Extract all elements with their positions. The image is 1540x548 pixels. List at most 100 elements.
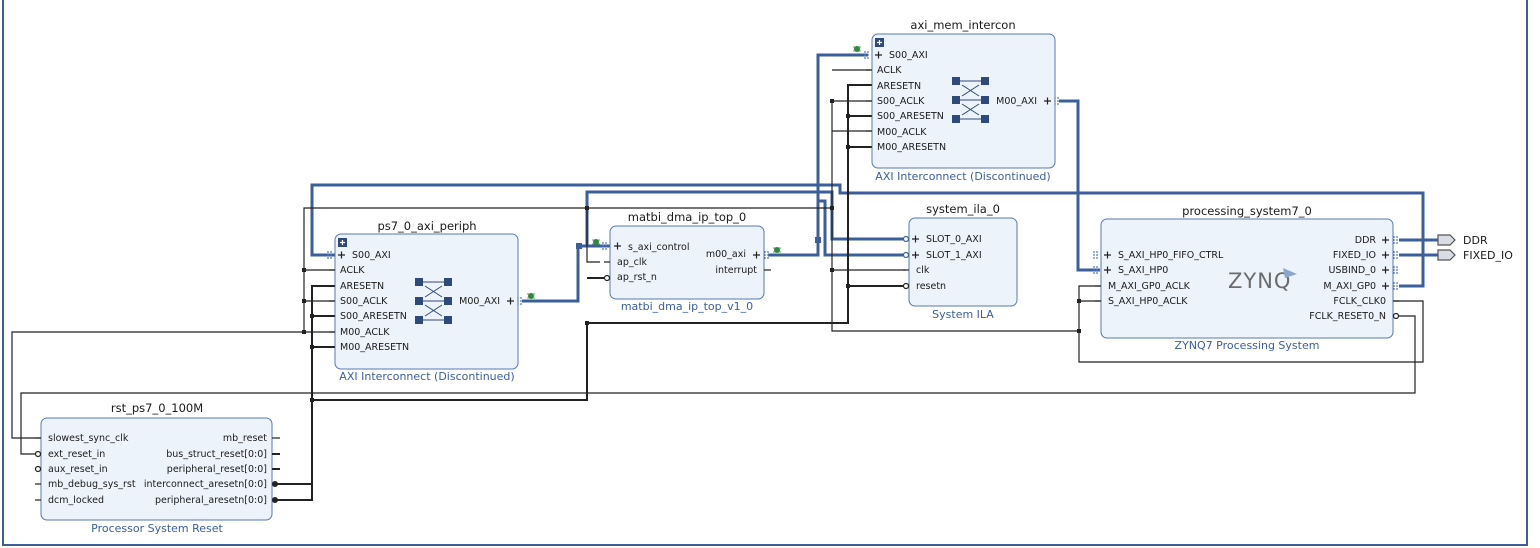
port-slot-0-axi[interactable]: SLOT_0_AXI: [926, 234, 982, 245]
port-m00-axi[interactable]: M00_AXI: [996, 96, 1037, 107]
port-peripheral-aresetn[interactable]: peripheral_aresetn[0:0]: [155, 495, 267, 506]
port-fclk-reset0-n[interactable]: FCLK_RESET0_N: [1309, 311, 1386, 322]
net-peripheral-aresetn[interactable]: [276, 84, 906, 501]
port-plus-icon: [1104, 251, 1111, 259]
port-s00-axi[interactable]: S00_AXI: [889, 50, 928, 61]
block-title: axi_mem_intercon: [910, 18, 1015, 32]
port-plus-icon: [1382, 251, 1389, 259]
net-m-axi-gp0[interactable]: [310, 183, 1425, 288]
port-aclk[interactable]: ACLK: [340, 265, 365, 276]
port-slowest-sync-clk[interactable]: slowest_sync_clk: [48, 433, 129, 444]
block-matbi-dma-ip-top-0[interactable]: matbi_dma_ip_top_0 s_axi_control ap_clk …: [592, 210, 781, 313]
net-interconnect-aresetn[interactable]: [276, 285, 336, 485]
port-m00-aclk[interactable]: M00_ACLK: [340, 327, 390, 338]
net-mem-m00-axi[interactable]: [1059, 99, 1100, 272]
active-low-pin: [34, 450, 42, 458]
block-body[interactable]: [1100, 218, 1394, 339]
port-s-axi-hp0[interactable]: S_AXI_HP0: [1118, 265, 1168, 276]
port-clk[interactable]: clk: [916, 265, 930, 276]
block-processing-system7-0[interactable]: processing_system7_0 S_AXI_HP0_FIFO_CTRL…: [1093, 204, 1400, 352]
port-aresetn[interactable]: ARESETN: [340, 281, 384, 292]
block-axi-mem-intercon[interactable]: axi_mem_intercon S00_AXI ACLK ARESETN S0…: [853, 18, 1059, 183]
port-aux-reset-in[interactable]: aux_reset_in: [48, 464, 108, 475]
block-subtitle: AXI Interconnect (Discontinued): [875, 170, 1050, 183]
port-plus-icon: [753, 251, 760, 259]
port-fclk-clk0[interactable]: FCLK_CLK0: [1333, 296, 1386, 307]
bus-interface-icon: [1093, 251, 1098, 274]
net-ila-slot1[interactable]: [816, 199, 906, 257]
port-s-axi-hp0-aclk[interactable]: S_AXI_HP0_ACLK: [1108, 296, 1188, 307]
port-plus-icon: [912, 251, 919, 259]
monitor-pin-icon: [902, 251, 910, 259]
active-low-pin: [34, 465, 42, 473]
port-resetn[interactable]: resetn: [916, 281, 946, 292]
port-interconnect-aresetn[interactable]: interconnect_aresetn[0:0]: [144, 479, 267, 490]
port-mb-debug-sys-rst[interactable]: mb_debug_sys_rst: [48, 479, 136, 490]
external-port-arrow-icon: [1437, 234, 1456, 246]
net-periph-m00-axi[interactable]: [522, 244, 614, 303]
port-s00-aresetn[interactable]: S00_ARESETN: [877, 111, 944, 122]
net-fclk-clk0[interactable]: [11, 69, 1424, 439]
external-port-fixed-io[interactable]: FIXED_IO: [1437, 249, 1513, 262]
port-m00-aresetn[interactable]: M00_ARESETN: [877, 142, 946, 153]
port-m00-axi[interactable]: M00_AXI: [459, 296, 500, 307]
port-ap-clk[interactable]: ap_clk: [617, 257, 647, 268]
port-m00-aresetn[interactable]: M00_ARESETN: [340, 342, 409, 353]
bus-interface-icon: [1054, 97, 1059, 105]
port-s00-aresetn[interactable]: S00_ARESETN: [340, 311, 407, 322]
block-title: processing_system7_0: [1182, 204, 1312, 218]
external-port-ddr[interactable]: DDR: [1437, 234, 1488, 247]
net-fclk-reset0-n[interactable]: [20, 315, 1416, 455]
port-ddr[interactable]: DDR: [1355, 235, 1377, 246]
external-port-arrow-icon: [1437, 249, 1456, 261]
port-aclk[interactable]: ACLK: [877, 65, 902, 76]
active-low-pin: [1392, 312, 1400, 320]
block-body[interactable]: [908, 217, 1018, 307]
port-dcm-locked[interactable]: dcm_locked: [48, 495, 104, 506]
debug-bug-icon: [592, 239, 600, 245]
port-plus-icon: [1382, 282, 1389, 290]
debug-bug-icon: [527, 293, 535, 299]
port-s-axi-hp0-fifo-ctrl[interactable]: S_AXI_HP0_FIFO_CTRL: [1118, 250, 1224, 261]
port-aresetn[interactable]: ARESETN: [877, 81, 921, 92]
port-plus-icon: [912, 235, 919, 243]
port-ap-rst-n[interactable]: ap_rst_n: [617, 272, 657, 283]
block-subtitle: AXI Interconnect (Discontinued): [339, 370, 514, 383]
active-low-pin: [603, 274, 611, 282]
net-matbi-m00-axi[interactable]: [768, 53, 868, 257]
crossbar-icon: [952, 77, 989, 123]
block-system-ila-0[interactable]: system_ila_0 SLOT_0_AXI SLOT_1_AXI clk r…: [902, 202, 1018, 321]
port-s00-aclk[interactable]: S00_ACLK: [877, 96, 925, 107]
active-low-pin: [272, 481, 278, 487]
port-m-axi-gp0[interactable]: M_AXI_GP0: [1323, 281, 1376, 292]
debug-bug-icon: [773, 247, 781, 253]
block-subtitle: matbi_dma_ip_top_v1_0: [621, 300, 753, 313]
port-slot-1-axi[interactable]: SLOT_1_AXI: [926, 250, 982, 261]
port-s00-aclk[interactable]: S00_ACLK: [340, 296, 388, 307]
bus-interface-icon: [517, 297, 522, 305]
port-usbind-0[interactable]: USBIND_0: [1328, 265, 1376, 276]
port-s-axi-control[interactable]: s_axi_control: [628, 242, 689, 253]
port-plus-icon: [507, 297, 514, 305]
port-ext-reset-in[interactable]: ext_reset_in: [48, 449, 105, 460]
port-s00-axi[interactable]: S00_AXI: [352, 250, 391, 261]
port-m00-axi[interactable]: m00_axi: [706, 249, 746, 260]
port-plus-icon: [1044, 97, 1051, 105]
block-subtitle: Processor System Reset: [91, 522, 223, 535]
port-peripheral-reset[interactable]: peripheral_reset[0:0]: [167, 464, 267, 475]
block-ps7-0-axi-periph[interactable]: ps7_0_axi_periph S00_AXI ACLK ARESETN S0…: [327, 219, 535, 383]
port-plus-icon: [614, 242, 621, 250]
expand-plus-icon: [877, 40, 882, 45]
block-title: system_ila_0: [926, 202, 1000, 216]
port-fixed-io[interactable]: FIXED_IO: [1333, 250, 1376, 261]
external-port-label: FIXED_IO: [1463, 249, 1513, 262]
port-interrupt[interactable]: interrupt: [715, 265, 757, 276]
port-m00-aclk[interactable]: M00_ACLK: [877, 127, 927, 138]
port-mb-reset[interactable]: mb_reset: [223, 433, 267, 444]
bus-interface-icon: [1393, 236, 1398, 290]
block-rst-ps7-0-100m[interactable]: rst_ps7_0_100M slowest_sync_clk ext_rese…: [34, 401, 280, 535]
monitor-pin-icon: [902, 235, 910, 243]
port-m-axi-gp0-aclk[interactable]: M_AXI_GP0_ACLK: [1108, 281, 1191, 292]
port-bus-struct-reset[interactable]: bus_struct_reset[0:0]: [166, 449, 267, 460]
